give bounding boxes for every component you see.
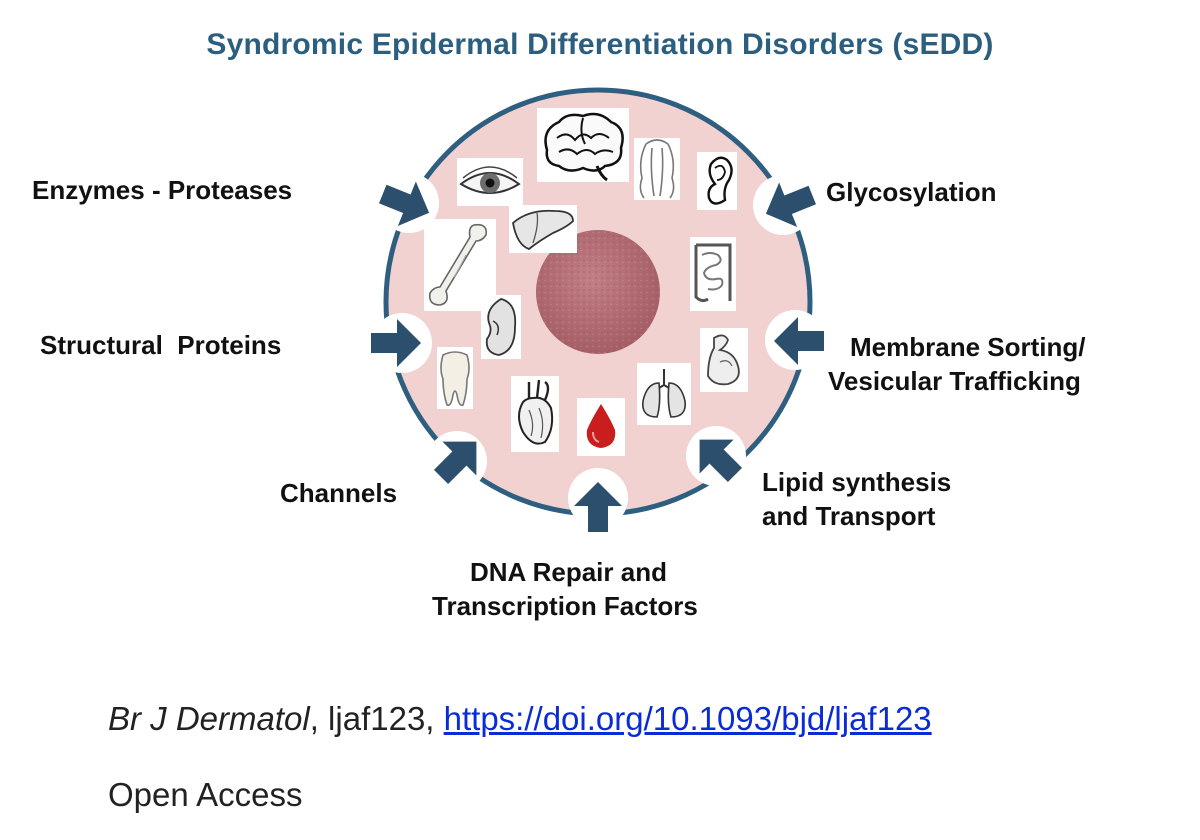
page-title: Syndromic Epidermal Differentiation Diso… bbox=[206, 28, 994, 61]
arrow-channels bbox=[433, 441, 477, 485]
citation: Br J Dermatol, ljaf123, https://doi.org/… bbox=[108, 700, 932, 738]
muscle-arm-icon bbox=[700, 328, 748, 392]
journal-name: Br J Dermatol bbox=[108, 700, 310, 737]
arrow-glycosylation bbox=[765, 182, 816, 228]
label-glycosylation: Glycosylation bbox=[826, 177, 997, 207]
arrow-structural bbox=[371, 319, 421, 367]
article-id: , ljaf123, bbox=[309, 700, 444, 737]
liver-icon bbox=[509, 205, 577, 253]
intestine-icon bbox=[690, 237, 736, 311]
label-enzymes-proteases: Enzymes - Proteases bbox=[32, 175, 293, 205]
lungs-icon bbox=[637, 363, 691, 425]
hair-icon bbox=[634, 138, 680, 200]
eye-icon bbox=[457, 158, 523, 206]
label-membrane-sorting: Membrane Sorting/ bbox=[850, 332, 1086, 362]
arrow-enzymes bbox=[379, 181, 430, 227]
label-and-transport: and Transport bbox=[762, 501, 936, 531]
label-transcription-factors: Transcription Factors bbox=[432, 591, 698, 621]
label-lipid-synthesis: Lipid synthesis bbox=[762, 467, 952, 497]
skin-sample bbox=[536, 230, 660, 354]
arrow-dna bbox=[574, 482, 622, 532]
arrow-membrane bbox=[774, 317, 824, 365]
brain-icon bbox=[537, 108, 629, 182]
label-vesicular-trafficking: Vesicular Trafficking bbox=[828, 366, 1081, 396]
blood-drop-icon bbox=[577, 398, 625, 456]
open-access-label: Open Access bbox=[108, 776, 303, 813]
arrow-lipid bbox=[699, 439, 743, 483]
heart-icon bbox=[511, 376, 559, 452]
label-channels: Channels bbox=[280, 478, 398, 508]
ear-icon bbox=[697, 152, 737, 210]
kidney-icon bbox=[481, 295, 521, 359]
label-structural-proteins: Structural Proteins bbox=[40, 330, 282, 360]
doi-link[interactable]: https://doi.org/10.1093/bjd/ljaf123 bbox=[443, 700, 932, 737]
label-dna-repair: DNA Repair and bbox=[470, 557, 667, 587]
tooth-icon bbox=[437, 347, 473, 409]
